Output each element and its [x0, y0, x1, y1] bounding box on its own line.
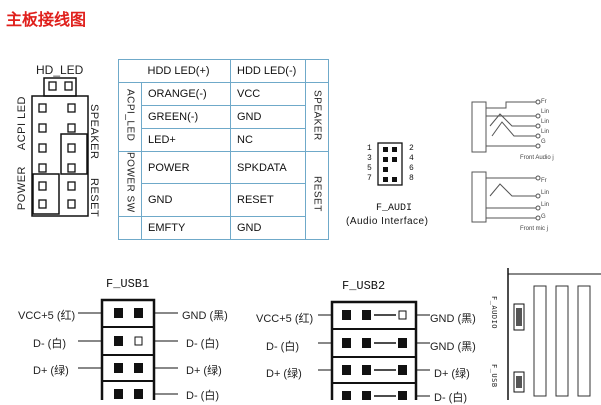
front-panel-pin-table: HDD LED(+) HDD LED(-) ACPI_LED ORANGE(-)…	[118, 59, 329, 240]
audio-header-icon	[377, 142, 403, 186]
hdd-led-plus: HDD LED(+)	[141, 59, 231, 83]
reset-label: RESET	[88, 178, 100, 218]
pin-cell: GND	[141, 183, 231, 217]
acpi-led-group: ACPI_LED	[124, 89, 136, 142]
pin-cell: POWER	[141, 150, 231, 185]
speaker-label: SPEAKER	[88, 104, 100, 160]
usb2-left-label: D- (白)	[266, 341, 299, 353]
board-f-usb-label: F_USB	[490, 364, 498, 388]
audio-interface-subtitle: (Audio Interface)	[346, 216, 429, 227]
board-outline	[507, 268, 601, 400]
jack1-caption: Front Audio j	[520, 155, 554, 161]
usb2-right-label: D- (白)	[434, 392, 467, 404]
hd-led-label: HD_LED	[36, 63, 84, 77]
reset-group: RESET	[311, 175, 323, 212]
usb1-right-label: D+ (绿)	[186, 365, 222, 377]
pin-cell: LED+	[141, 128, 231, 152]
usb1-left-label: D- (白)	[33, 338, 66, 350]
pin-cell: RESET	[230, 183, 306, 217]
usb1-right-label: D- (白)	[186, 390, 219, 402]
pin-cell: GND	[230, 215, 306, 240]
usb1-right-label: GND (黑)	[182, 310, 228, 322]
usb1-left-label: VCC+5 (红)	[18, 310, 76, 322]
pin-cell: NC	[230, 128, 306, 152]
audio-jack-schematic	[471, 99, 541, 223]
usb2-right-label: GND (黑)	[430, 341, 476, 353]
page-title: 主板接线图	[6, 12, 87, 29]
acpi-led-label: ACPI LED	[16, 96, 28, 151]
speaker-group: SPEAKER	[311, 90, 323, 141]
f-audi-title: F_AUDI	[376, 203, 413, 214]
pin-cell: VCC	[230, 82, 306, 106]
usb1-right-label: D- (白)	[186, 338, 219, 350]
pin-cell: GND	[230, 105, 306, 129]
usb1-left-label: D+ (绿)	[33, 365, 69, 377]
usb2-right-label: GND (黑)	[430, 313, 476, 325]
usb2-right-label: D+ (绿)	[434, 368, 470, 380]
jack2-caption: Front mic j	[520, 226, 549, 232]
pin-cell: SPKDATA	[230, 150, 306, 185]
f-usb1-title: F_USB1	[106, 277, 150, 291]
board-f-audio-label: F_AUDIO	[490, 296, 498, 330]
f-usb2-title: F_USB2	[342, 279, 386, 293]
pin-cell: ORANGE(-)	[141, 82, 231, 106]
usb2-header-icon	[318, 300, 430, 400]
power-label: POWER	[16, 166, 28, 211]
usb2-left-label: D+ (绿)	[266, 368, 302, 380]
hdd-led-minus: HDD LED(-)	[230, 59, 306, 83]
power-sw-group: POWER SW	[124, 152, 136, 213]
pin-cell: EMFTY	[141, 215, 231, 240]
usb1-header-icon	[78, 298, 178, 400]
front-panel-header	[31, 77, 89, 217]
pin-cell: GREEN(-)	[141, 105, 231, 129]
usb2-left-label: VCC+5 (红)	[256, 313, 314, 325]
